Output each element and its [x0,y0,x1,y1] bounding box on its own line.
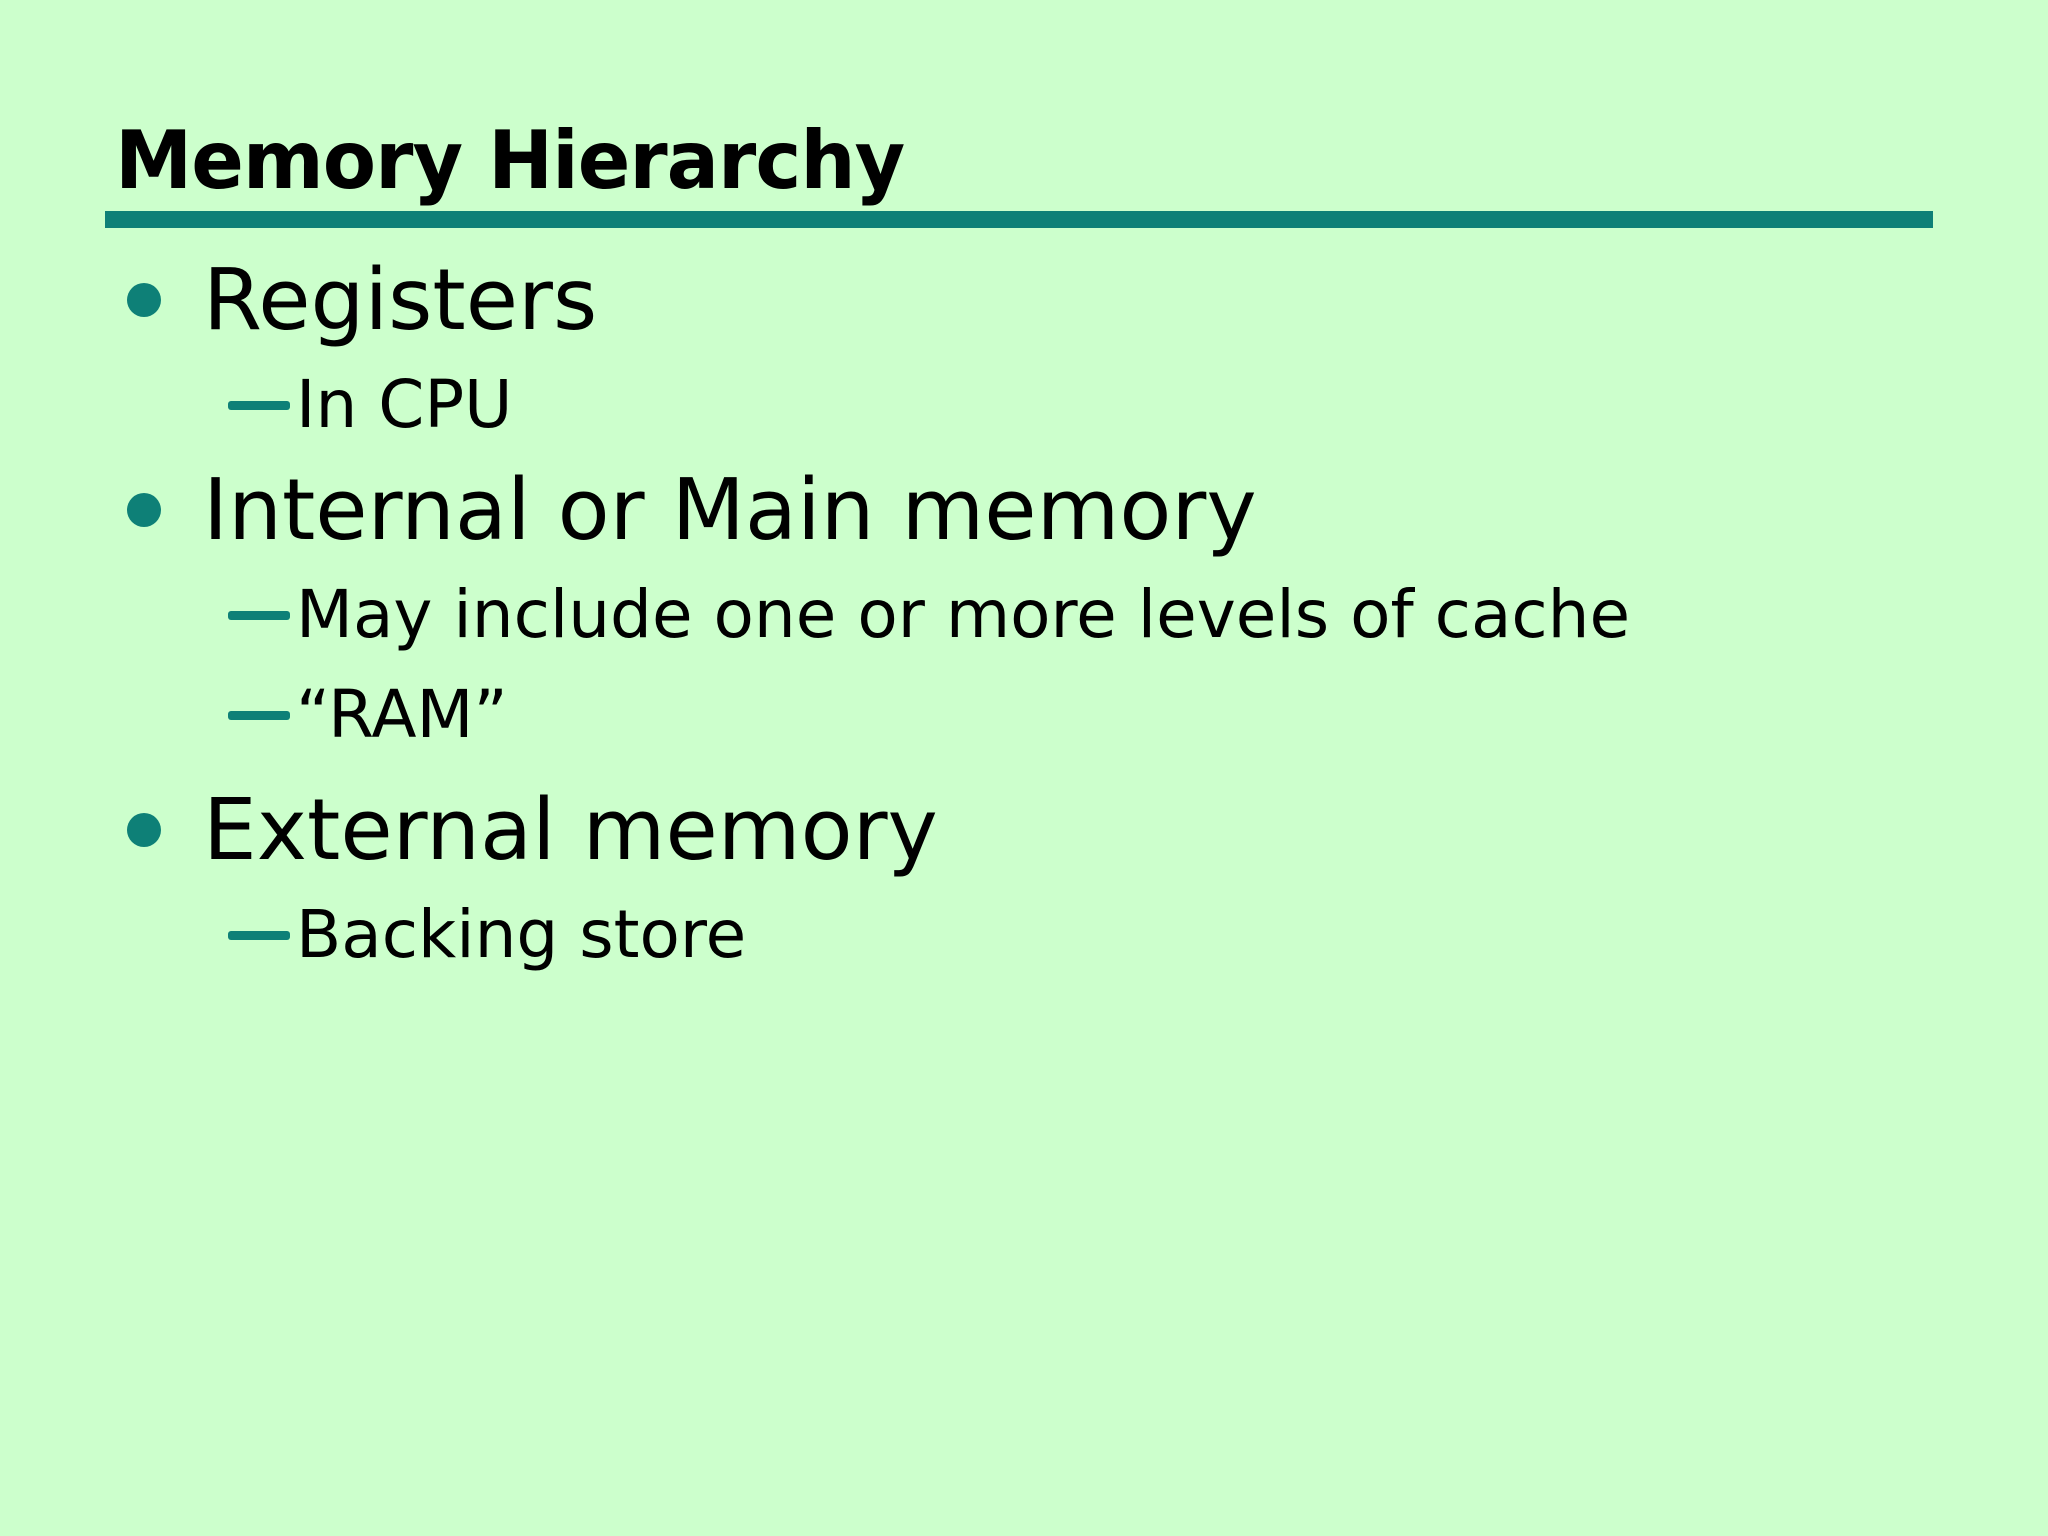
bullet-icon [127,283,161,317]
bullet-icon [127,813,161,847]
dash-icon [228,610,290,620]
bullet-list: Registers In CPU Internal or Main memory… [0,245,2048,985]
sub-list-item: May include one or more levels of cache [0,565,2048,665]
sub-bullet-label: Backing store [296,896,747,973]
sub-list-item: In CPU [0,355,2048,455]
bullet-item-label: External memory [203,780,938,880]
dash-icon [228,930,290,940]
slide-title: Memory Hierarchy [115,114,905,207]
bullet-item-label: Internal or Main memory [203,460,1257,560]
sub-bullet-label: May include one or more levels of cache [296,576,1631,653]
dash-icon [228,710,290,720]
dash-icon [228,400,290,410]
list-item: Registers [0,245,2048,355]
sub-bullet-label: “RAM” [296,676,508,753]
title-underline [105,211,1933,228]
sub-list-item: Backing store [0,885,2048,985]
list-item: External memory [0,775,2048,885]
bullet-icon [127,493,161,527]
bullet-item-label: Registers [203,250,598,350]
sub-list-item: “RAM” [0,665,2048,765]
sub-bullet-label: In CPU [296,366,513,443]
list-item: Internal or Main memory [0,455,2048,565]
